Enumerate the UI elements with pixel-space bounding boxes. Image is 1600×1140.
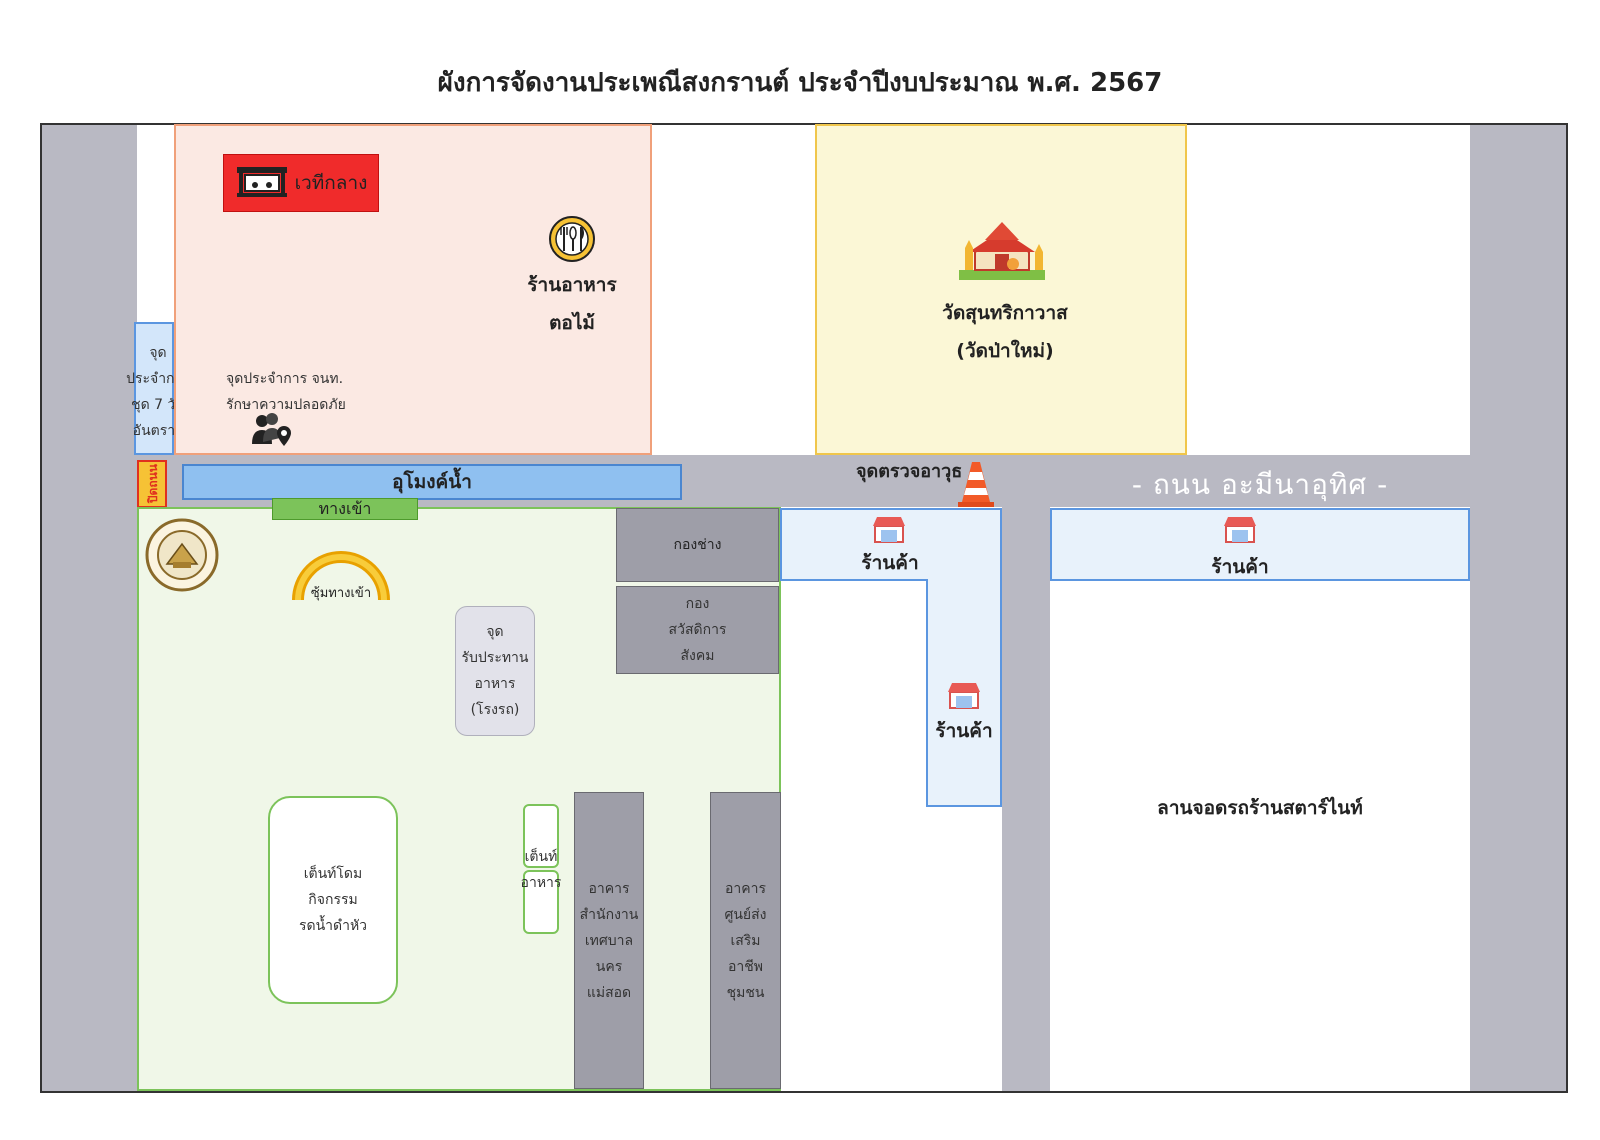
temple-zone [815, 124, 1187, 455]
career-center-building: อาคาร ศูนย์ส่งเสริม อาชีพ ชุมชน [710, 792, 781, 1089]
shop-icon [871, 514, 907, 544]
road-right [1470, 125, 1566, 1091]
security-point-label: จุดประจำการ จนท. รักษาความปลอดภัย [226, 371, 346, 413]
dome-tent: เต็นท์โดม กิจกรรม รดน้ำดำหัว [268, 796, 398, 1004]
shop-2-label: ร้านค้า [935, 720, 993, 742]
entrance-label: ทางเข้า [318, 498, 372, 518]
checkpoint-label: จุดตรวจอาวุธ [856, 461, 963, 482]
food-tent-1 [523, 804, 559, 868]
municipal-seal-icon [145, 518, 219, 592]
stage-label: เวทีกลาง [294, 172, 368, 194]
central-stage: เวทีกลาง [223, 154, 379, 212]
road-name: - ถนน อะมีนาอุทิศ - [1131, 468, 1389, 501]
entrance-arch-icon [292, 550, 390, 602]
food-donation-label: จุด รับประทาน อาหาร (โรงรถ) [461, 624, 529, 718]
stage-icon [235, 163, 289, 203]
parking-label: ลานจอดรถร้านสตาร์ไนท์ [1157, 797, 1363, 819]
food-tent-2 [523, 870, 559, 934]
restaurant-icon [548, 215, 596, 263]
arch-label: ซุ้มทางเข้า [310, 585, 372, 601]
food-tent-label: เต็นท์ อาหาร [520, 849, 562, 891]
engineering-label: กองช่าง [673, 537, 722, 553]
security-people-icon [250, 412, 294, 448]
dome-tent-label: เต็นท์โดม กิจกรรม รดน้ำดำหัว [298, 866, 368, 934]
shop-icon [1222, 514, 1258, 544]
shop-icon [946, 680, 982, 710]
road-left [42, 125, 137, 1091]
page-title: ผังการจัดงานประเพณีสงกรานต์ ประจำปีงบประ… [437, 68, 1163, 98]
municipal-office-label: อาคาร สำนักงาน เทศบาล นครแม่สอด [579, 880, 639, 1001]
food-donation-point: จุด รับประทาน อาหาร (โรงรถ) [455, 606, 535, 736]
social-welfare-label: กอง สวัสดิการ สังคม [668, 596, 727, 664]
water-tunnel-label: อุโมงค์น้ำ [392, 471, 472, 493]
social-welfare-division: กอง สวัสดิการ สังคม [616, 586, 779, 674]
restaurant-label: ร้านอาหาร ตอไม้ [527, 274, 617, 334]
temple-icon [955, 218, 1049, 284]
career-center-label: อาคาร ศูนย์ส่งเสริม อาชีพ ชุมชน [724, 880, 767, 1001]
road-closed-label: ปิดถนน [145, 464, 160, 504]
road-middle [1002, 455, 1050, 1091]
entrance: ทางเข้า [272, 498, 418, 520]
water-tunnel: อุโมงค์น้ำ [182, 464, 682, 500]
road-closed-sign: ปิดถนน [137, 460, 167, 508]
duty-point-7days [134, 322, 174, 455]
traffic-cone-icon [956, 458, 996, 508]
shop-1-label: ร้านค้า [861, 552, 919, 574]
temple-label: วัดสุนทริกาวาส (วัดป่าใหม่) [942, 302, 1068, 362]
duty-point-label: จุด ประจำการ ชุด 7 วัน อันตราย [126, 345, 190, 439]
shop-3 [1050, 508, 1470, 581]
municipal-office-building: อาคาร สำนักงาน เทศบาล นครแม่สอด [574, 792, 644, 1089]
engineering-division: กองช่าง [616, 508, 779, 582]
shop-3-label: ร้านค้า [1211, 556, 1269, 578]
